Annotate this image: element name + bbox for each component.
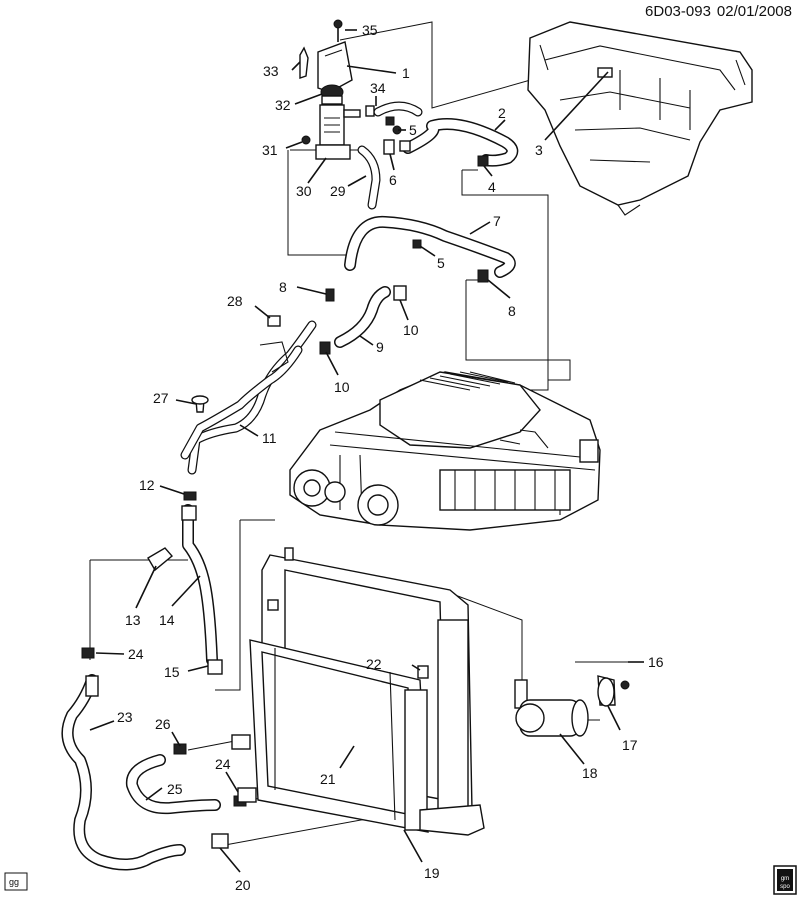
callouts: 35 1 33 32 34 5 2 3 31 30 29 6 4 7 5 8 8 [89,22,664,893]
callout-12: 12 [139,477,155,493]
callout-16: 16 [648,654,664,670]
callout-20: 21 [320,771,336,787]
callout-32: 32 [275,97,291,113]
callout-10-lower: 10 [334,379,350,395]
engine-assembly [289,371,601,531]
coolant-reservoir-assembly [527,21,753,216]
callout-31: 31 [262,142,278,158]
callout-10-upper: 10 [403,322,419,338]
corner-tag-box [4,872,28,891]
callout-7: 7 [493,213,501,229]
callout-1: 1 [402,65,410,81]
callout-34: 34 [370,80,386,96]
callout-13: 13 [125,612,141,628]
callout-4: 4 [488,179,496,195]
callout-23: 23 [117,709,133,725]
callout-5-lower: 5 [437,255,445,271]
callout-21: 22 [366,656,382,672]
callout-8-right: 8 [508,303,516,319]
callout-33: 33 [263,63,279,79]
callout-6: 6 [389,172,397,188]
callout-8-left: 8 [279,279,287,295]
callout-14: 14 [159,612,175,628]
callout-9: 9 [376,339,384,355]
diagram-header: 6D03-093 02/01/2008 [645,3,792,20]
callout-25: 25 [167,781,183,797]
callout-18: 18 [582,765,598,781]
callout-24-lower: 24 [215,756,231,772]
callout-11: 11 [262,430,277,446]
radiator-assembly [231,547,485,836]
diagram-id: 6D03-093 [645,3,711,20]
callout-5-upper: 5 [409,122,417,138]
auxiliary-pump-assembly [514,675,630,737]
callout-3: 3 [535,142,543,158]
callout-26: 26 [155,716,171,732]
callout-22: 20 [235,877,251,893]
surge-tank-assembly [299,19,375,160]
callout-27: 27 [153,390,169,406]
coolant-hoses [61,101,519,871]
callout-15: 15 [164,664,180,680]
callout-19: 19 [424,865,440,881]
diagram-date: 02/01/2008 [717,3,792,20]
gm-spo-logo: gm spo [773,865,797,895]
callout-17: 17 [622,737,638,753]
callout-2: 2 [498,105,506,121]
callout-30: 30 [296,183,312,199]
callout-24-upper: 24 [128,646,144,662]
callout-29: 29 [330,183,346,199]
callout-28: 28 [227,293,243,309]
svg-text:spo: spo [780,884,790,890]
svg-text:gm: gm [781,876,789,882]
corner-tag: gg [9,877,19,887]
callout-35: 35 [362,22,378,38]
